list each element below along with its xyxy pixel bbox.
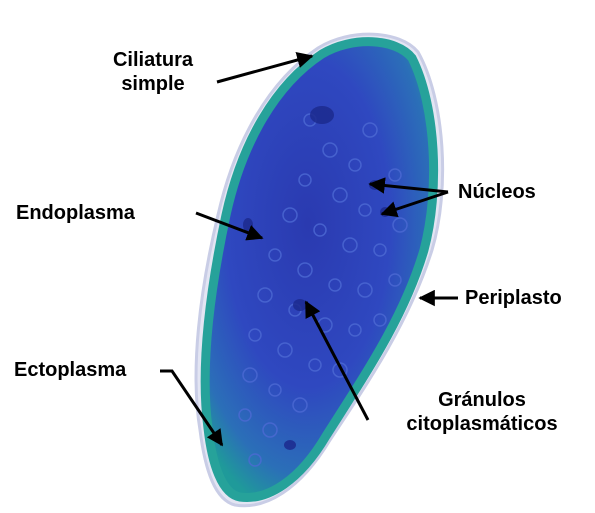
label-granulos-citoplasmaticos: Gránulos citoplasmáticos: [392, 388, 572, 436]
label-nucleos: Núcleos: [458, 180, 536, 204]
label-granulos-line1: Gránulos: [392, 388, 572, 412]
label-ciliatura-line1: Ciliatura: [92, 48, 214, 72]
label-ciliatura-line2: simple: [92, 72, 214, 96]
label-ciliatura-simple: Ciliatura simple: [92, 48, 214, 96]
label-periplasto: Periplasto: [465, 286, 562, 310]
label-endoplasma: Endoplasma: [16, 201, 135, 225]
label-ectoplasma: Ectoplasma: [14, 358, 126, 382]
label-granulos-line2: citoplasmáticos: [392, 412, 572, 436]
